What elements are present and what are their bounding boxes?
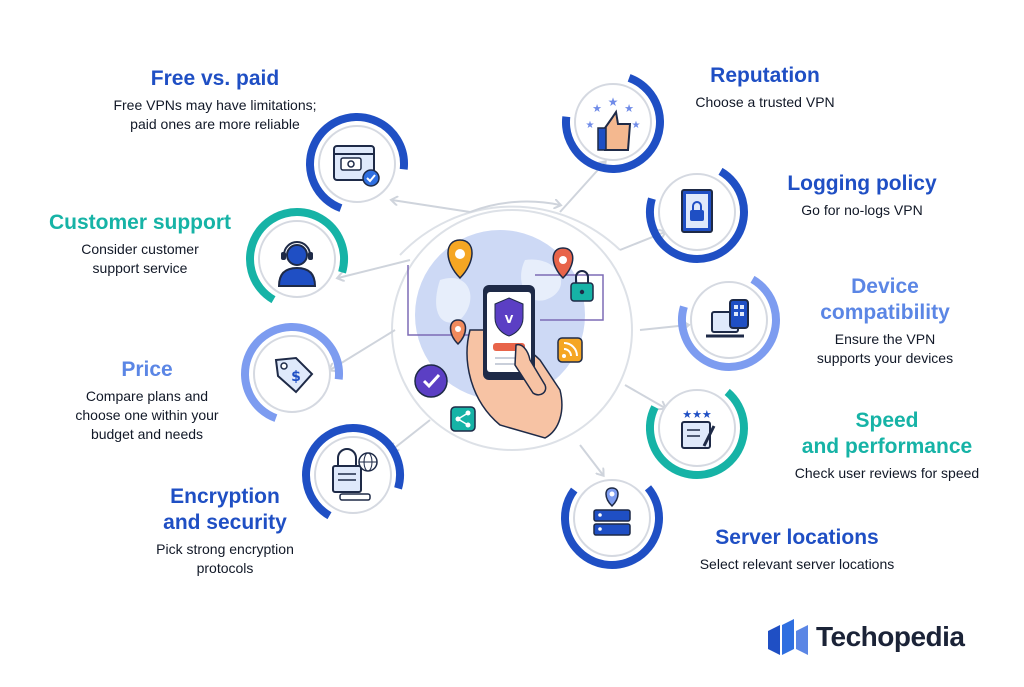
desc-customer-support: Consider customer support service <box>81 241 199 276</box>
label-customer-support: Customer support Consider customer suppo… <box>30 210 250 278</box>
padlock-icon <box>570 270 594 302</box>
brand-logo: Techopedia <box>766 617 986 661</box>
svg-text:★★★: ★★★ <box>682 408 712 421</box>
desc-speed-performance: Check user reviews for speed <box>794 465 980 481</box>
shield-letter: V <box>505 313 514 326</box>
svg-text:★: ★ <box>592 102 602 115</box>
title-price: Price <box>121 358 173 381</box>
center-outer-arc <box>399 205 621 256</box>
center-illustration: V <box>407 230 604 439</box>
label-price: Price Compare plans and choose one withi… <box>52 357 242 444</box>
rss-icon <box>557 337 583 363</box>
label-logging-policy: Logging policy Go for no-logs VPN <box>772 171 952 220</box>
center-ring <box>391 209 633 451</box>
locked-document-icon <box>681 189 713 233</box>
thumbs-up-stars-icon: ★ ★ ★ ★ ★ <box>586 95 641 151</box>
title-speed-performance: Speed and performance <box>801 409 973 458</box>
svg-text:★: ★ <box>586 120 595 131</box>
label-device-compatibility: Device compatibility Ensure the VPN supp… <box>785 274 985 368</box>
title-logging-policy: Logging policy <box>787 172 937 195</box>
desc-price: Compare plans and choose one within your… <box>75 388 219 442</box>
node-price: $ <box>241 323 343 425</box>
browser-payment-icon <box>333 145 380 187</box>
devices-icon <box>706 299 749 338</box>
svg-text:$: $ <box>291 369 301 385</box>
rating-review-icon: ★★★ <box>681 408 716 449</box>
brand-name: Techopedia <box>816 621 965 652</box>
title-free-vs-paid: Free vs. paid <box>150 67 280 90</box>
node-free-vs-paid <box>306 113 408 215</box>
pointing-finger <box>514 343 547 396</box>
title-device-compatibility: Device compatibility <box>820 275 950 324</box>
node-logging-policy <box>646 161 748 263</box>
svg-text:★: ★ <box>608 95 619 109</box>
headset-agent-icon <box>277 241 317 287</box>
server-location-icon <box>593 487 631 536</box>
desc-logging-policy: Go for no-logs VPN <box>801 202 923 218</box>
svg-text:★: ★ <box>624 102 634 115</box>
node-speed-performance: ★★★ <box>646 377 748 480</box>
node-reputation: ★ ★ ★ ★ ★ <box>562 71 664 173</box>
svg-text:★: ★ <box>632 120 641 131</box>
title-server-locations: Server locations <box>715 526 879 549</box>
title-reputation: Reputation <box>710 64 820 87</box>
title-customer-support: Customer support <box>48 211 231 234</box>
node-server-locations <box>561 467 663 569</box>
title-encryption: Encryption and security <box>163 485 287 534</box>
desc-reputation: Choose a trusted VPN <box>695 94 835 110</box>
desc-free-vs-paid: Free VPNs may have limitations; paid one… <box>113 97 317 132</box>
desc-server-locations: Select relevant server locations <box>699 556 895 572</box>
phone-vpn-icon: V <box>483 285 535 380</box>
desc-encryption: Pick strong encryption protocols <box>156 541 294 576</box>
desc-device-compatibility: Ensure the VPN supports your devices <box>816 331 954 366</box>
label-free-vs-paid: Free vs. paid Free VPNs may have limitat… <box>70 66 360 134</box>
label-reputation: Reputation Choose a trusted VPN <box>665 63 865 112</box>
label-server-locations: Server locations Select relevant server … <box>672 525 922 574</box>
share-icon <box>450 406 476 432</box>
node-encryption <box>302 424 404 526</box>
node-customer-support <box>246 208 348 310</box>
node-device-compatibility <box>678 269 780 371</box>
lock-globe-document-icon <box>332 448 378 501</box>
techopedia-logo-icon <box>768 619 808 655</box>
label-speed-performance: Speed and performance Check user reviews… <box>776 408 998 483</box>
label-encryption: Encryption and security Pick strong encr… <box>135 484 315 578</box>
checkmark-badge-icon <box>414 364 448 398</box>
price-tag-icon: $ <box>274 356 314 394</box>
